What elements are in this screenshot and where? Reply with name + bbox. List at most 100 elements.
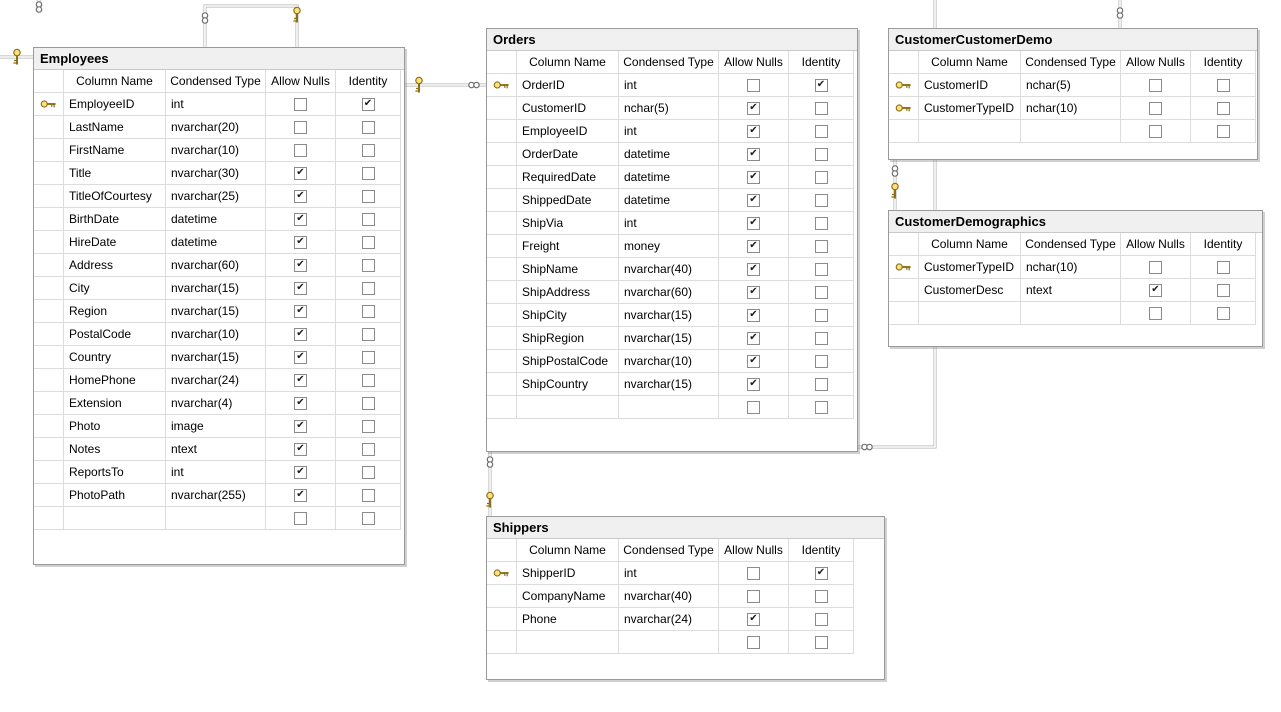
relationship-ccd-offscreen-top[interactable] xyxy=(1116,0,1124,28)
column-name[interactable]: LastName xyxy=(64,116,166,139)
column-name[interactable]: EmployeeID xyxy=(64,93,166,116)
allow-nulls-checkbox[interactable]: ✔ xyxy=(294,212,307,226)
allow-nulls-checkbox[interactable]: ✔ xyxy=(294,488,307,502)
allow-nulls-checkbox[interactable]: ✔ xyxy=(294,442,307,456)
allow-nulls-checkbox[interactable] xyxy=(294,511,307,525)
allow-nulls-checkbox[interactable]: ✔ xyxy=(747,239,760,253)
table-title[interactable]: CustomerDemographics xyxy=(889,211,1262,233)
column-name[interactable]: ShippedDate xyxy=(517,189,619,212)
allow-nulls-checkbox[interactable]: ✔ xyxy=(294,258,307,272)
column-name[interactable]: ShipCity xyxy=(517,304,619,327)
condensed-type[interactable]: nvarchar(15) xyxy=(166,346,266,369)
column-name[interactable] xyxy=(64,507,166,530)
allow-nulls-checkbox[interactable]: ✔ xyxy=(747,147,760,161)
identity-checkbox[interactable] xyxy=(361,419,375,433)
column-name[interactable]: Notes xyxy=(64,438,166,461)
column-name[interactable]: CompanyName xyxy=(517,585,619,608)
column-name[interactable] xyxy=(919,120,1021,143)
column-name[interactable]: ShipAddress xyxy=(517,281,619,304)
condensed-type[interactable]: int xyxy=(619,74,719,97)
column-name[interactable]: Address xyxy=(64,254,166,277)
condensed-type[interactable]: datetime xyxy=(619,189,719,212)
column-name[interactable]: OrderDate xyxy=(517,143,619,166)
allow-nulls-checkbox[interactable] xyxy=(294,97,307,111)
allow-nulls-checkbox[interactable] xyxy=(747,635,760,649)
identity-checkbox[interactable] xyxy=(361,120,375,134)
column-name[interactable]: CustomerID xyxy=(517,97,619,120)
identity-checkbox[interactable] xyxy=(361,304,375,318)
allow-nulls-checkbox[interactable] xyxy=(1149,124,1162,138)
column-name[interactable]: RequiredDate xyxy=(517,166,619,189)
column-name[interactable]: ShipCountry xyxy=(517,373,619,396)
allow-nulls-checkbox[interactable]: ✔ xyxy=(294,373,307,387)
allow-nulls-checkbox[interactable]: ✔ xyxy=(294,304,307,318)
allow-nulls-checkbox[interactable]: ✔ xyxy=(747,354,760,368)
identity-checkbox[interactable]: ✔ xyxy=(361,97,375,111)
column-name[interactable]: HireDate xyxy=(64,231,166,254)
identity-checkbox[interactable] xyxy=(361,396,375,410)
column-name[interactable]: CustomerTypeID xyxy=(919,256,1021,279)
column-row[interactable] xyxy=(487,631,855,654)
allow-nulls-checkbox[interactable]: ✔ xyxy=(294,465,307,479)
allow-nulls-checkbox[interactable]: ✔ xyxy=(294,281,307,295)
identity-checkbox[interactable] xyxy=(361,212,375,226)
identity-checkbox[interactable] xyxy=(361,465,375,479)
column-name[interactable]: PhotoPath xyxy=(64,484,166,507)
connector-line[interactable] xyxy=(203,4,299,47)
allow-nulls-checkbox[interactable]: ✔ xyxy=(1149,283,1162,297)
allow-nulls-checkbox[interactable]: ✔ xyxy=(747,308,760,322)
column-name[interactable]: PostalCode xyxy=(64,323,166,346)
column-name[interactable]: CustomerTypeID xyxy=(919,97,1021,120)
condensed-type[interactable]: nvarchar(24) xyxy=(619,608,719,631)
relationship-shippers-orders[interactable] xyxy=(485,452,495,516)
condensed-type[interactable]: nvarchar(25) xyxy=(166,185,266,208)
allow-nulls-checkbox[interactable]: ✔ xyxy=(747,170,760,184)
condensed-type[interactable]: nchar(5) xyxy=(619,97,719,120)
allow-nulls-checkbox[interactable]: ✔ xyxy=(294,350,307,364)
identity-checkbox[interactable] xyxy=(361,281,375,295)
identity-checkbox[interactable] xyxy=(814,193,828,207)
allow-nulls-checkbox[interactable] xyxy=(747,78,760,92)
column-name[interactable]: City xyxy=(64,277,166,300)
identity-checkbox[interactable] xyxy=(361,166,375,180)
relationship-employees-offscreen-left[interactable] xyxy=(0,48,33,66)
condensed-type[interactable]: money xyxy=(619,235,719,258)
column-name[interactable]: FirstName xyxy=(64,139,166,162)
condensed-type[interactable]: datetime xyxy=(619,143,719,166)
column-name[interactable]: Extension xyxy=(64,392,166,415)
identity-checkbox[interactable] xyxy=(1216,260,1230,274)
condensed-type[interactable] xyxy=(1021,302,1121,325)
condensed-type[interactable]: datetime xyxy=(619,166,719,189)
column-name[interactable]: ShipperID xyxy=(517,562,619,585)
condensed-type[interactable]: nvarchar(40) xyxy=(619,585,719,608)
condensed-type[interactable]: int xyxy=(166,461,266,484)
allow-nulls-checkbox[interactable]: ✔ xyxy=(747,285,760,299)
condensed-type[interactable]: nvarchar(10) xyxy=(166,323,266,346)
allow-nulls-checkbox[interactable] xyxy=(1149,101,1162,115)
column-name[interactable]: CustomerID xyxy=(919,74,1021,97)
allow-nulls-checkbox[interactable] xyxy=(294,120,307,134)
condensed-type[interactable]: nvarchar(15) xyxy=(619,373,719,396)
column-name[interactable]: HomePhone xyxy=(64,369,166,392)
identity-checkbox[interactable] xyxy=(814,635,828,649)
condensed-type[interactable]: nvarchar(30) xyxy=(166,162,266,185)
identity-checkbox[interactable] xyxy=(1216,283,1230,297)
identity-checkbox[interactable] xyxy=(814,308,828,322)
column-row[interactable] xyxy=(487,396,855,419)
column-name[interactable]: ShipVia xyxy=(517,212,619,235)
column-name[interactable]: Region xyxy=(64,300,166,323)
